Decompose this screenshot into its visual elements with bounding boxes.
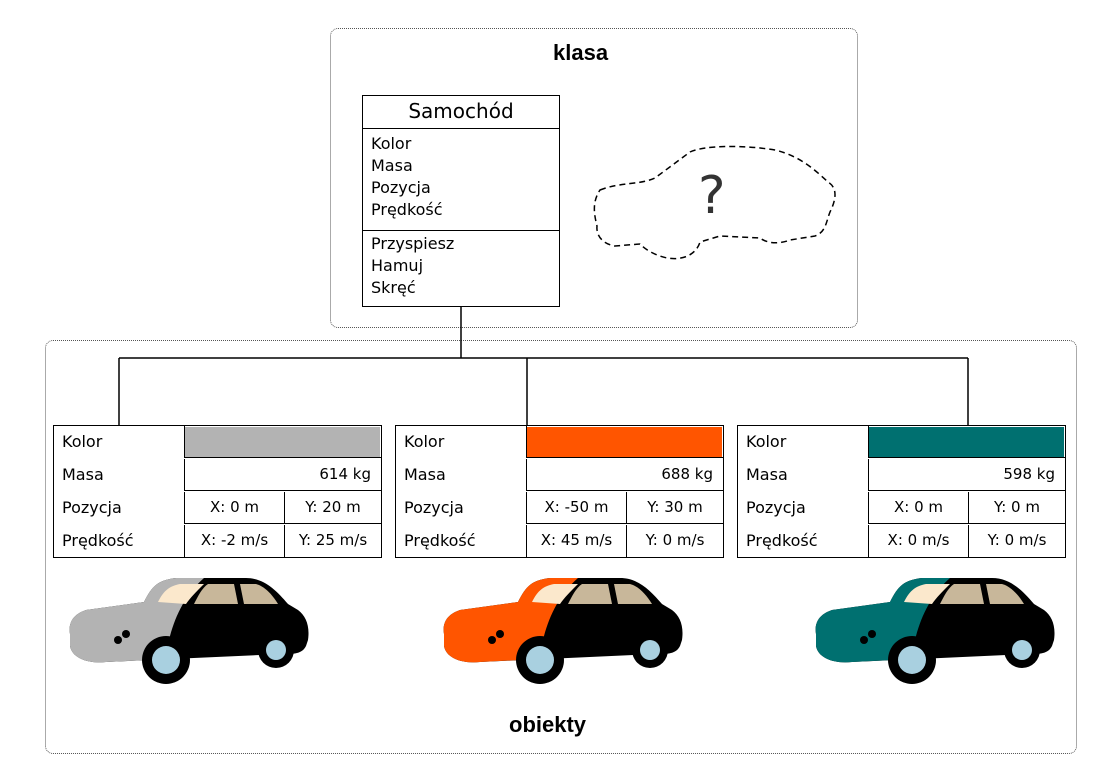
- table-row: Masa 688 kg: [396, 459, 723, 492]
- row-label: Masa: [746, 465, 788, 484]
- objects-frame: [45, 340, 1077, 754]
- method-turn: Skręć: [371, 278, 416, 297]
- car-orange-icon: [443, 578, 683, 684]
- position-y-value: Y: 0 m: [968, 492, 1065, 524]
- velocity-y-value: Y: 25 m/s: [284, 525, 381, 558]
- attribute-mass: Masa: [371, 156, 413, 175]
- class-methods: Przyspiesz Hamuj Skręć: [363, 231, 559, 301]
- row-label: Masa: [62, 465, 104, 484]
- row-label: Masa: [404, 465, 446, 484]
- row-label: Prędkość: [746, 531, 818, 550]
- objects-section-label: obiekty: [509, 712, 587, 737]
- row-label: Prędkość: [62, 531, 134, 550]
- row-label: Pozycja: [404, 498, 464, 517]
- method-accelerate: Przyspiesz: [371, 234, 455, 253]
- class-section-label: klasa: [553, 40, 609, 65]
- position-y-value: Y: 20 m: [284, 492, 381, 524]
- attribute-velocity: Prędkość: [371, 200, 443, 219]
- row-label: Kolor: [404, 432, 445, 451]
- table-row: Masa 598 kg: [738, 459, 1065, 492]
- velocity-x-value: X: 0 m/s: [868, 525, 968, 558]
- car-teal-icon: [815, 578, 1055, 684]
- table-row: Kolor: [396, 426, 723, 459]
- car-gray-icon: [69, 578, 309, 684]
- mass-value: 598 kg: [868, 459, 1065, 491]
- velocity-x-value: X: 45 m/s: [526, 525, 626, 558]
- color-cell: [184, 426, 381, 458]
- question-mark-icon: ?: [698, 166, 726, 226]
- position-x-value: X: 0 m: [184, 492, 284, 524]
- color-swatch: [869, 427, 1064, 457]
- method-brake: Hamuj: [371, 256, 424, 275]
- table-row: Kolor: [54, 426, 381, 459]
- row-label: Prędkość: [404, 531, 476, 550]
- color-cell: [868, 426, 1065, 458]
- mass-value: 688 kg: [526, 459, 723, 491]
- mass-value: 614 kg: [184, 459, 381, 491]
- table-row: Kolor: [738, 426, 1065, 459]
- class-name: Samochód: [363, 96, 559, 129]
- color-swatch: [185, 427, 380, 457]
- velocity-y-value: Y: 0 m/s: [968, 525, 1065, 558]
- color-swatch: [527, 427, 722, 457]
- row-label: Pozycja: [746, 498, 806, 517]
- row-label: Pozycja: [62, 498, 122, 517]
- color-cell: [526, 426, 723, 458]
- class-frame: [330, 28, 858, 328]
- row-label: Kolor: [746, 432, 787, 451]
- table-row: Masa 614 kg: [54, 459, 381, 492]
- position-y-value: Y: 30 m: [626, 492, 723, 524]
- attribute-color: Kolor: [371, 134, 412, 153]
- position-x-value: X: -50 m: [526, 492, 626, 524]
- class-box: Samochód Kolor Masa Pozycja Prędkość Prz…: [362, 95, 560, 307]
- velocity-x-value: X: -2 m/s: [184, 525, 284, 558]
- position-x-value: X: 0 m: [868, 492, 968, 524]
- row-label: Kolor: [62, 432, 103, 451]
- class-attributes: Kolor Masa Pozycja Prędkość: [363, 129, 559, 231]
- attribute-position: Pozycja: [371, 178, 431, 197]
- velocity-y-value: Y: 0 m/s: [626, 525, 723, 558]
